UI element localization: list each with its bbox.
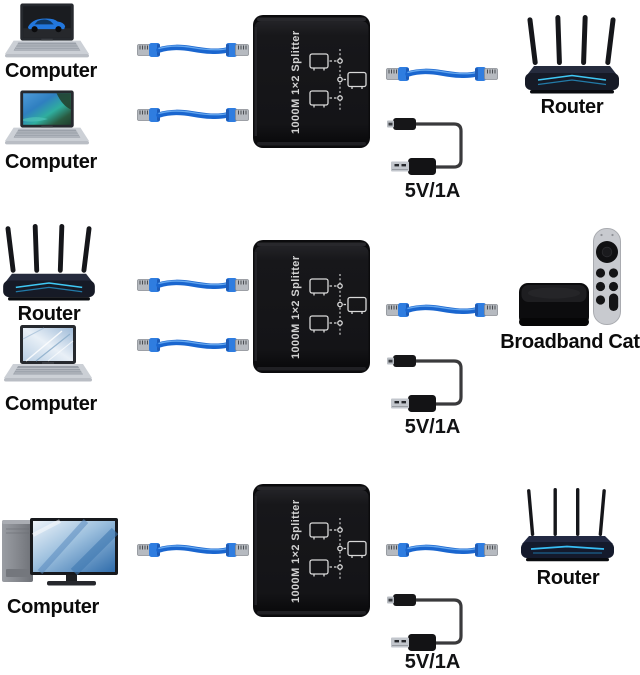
- device-label: Broadband Cat: [500, 331, 640, 353]
- set-top-box-icon: [519, 283, 589, 326]
- usb-power-cable-icon: [386, 587, 479, 655]
- ethernet-cable-icon: [137, 334, 249, 356]
- splitter-label: 1000M 1×2 Splitter: [290, 499, 302, 603]
- router-icon: [2, 222, 96, 302]
- ethernet-cable-icon: [386, 539, 498, 561]
- remote-icon: [593, 228, 621, 325]
- power-rating-label: 5V/1A: [404, 416, 461, 438]
- ethernet-cable-icon: [137, 39, 249, 61]
- usb-power-cable-icon: [386, 111, 479, 179]
- laptop-icon: [4, 325, 92, 387]
- router-icon: [521, 486, 615, 564]
- device-label: Computer: [4, 393, 98, 415]
- desktop-computer-icon: [0, 507, 120, 587]
- device-label: Router: [17, 303, 81, 325]
- ethernet-cable-icon: [137, 539, 249, 561]
- power-rating-label: 5V/1A: [404, 651, 461, 673]
- router-icon: [524, 13, 620, 95]
- device-label: Computer: [4, 60, 98, 82]
- device-label: Router: [536, 567, 600, 589]
- splitter-device: 1000M 1×2 Splitter: [253, 240, 370, 373]
- device-label: Computer: [4, 151, 98, 173]
- ethernet-cable-icon: [137, 274, 249, 296]
- splitter-device: 1000M 1×2 Splitter: [253, 484, 370, 617]
- ethernet-cable-icon: [386, 299, 498, 321]
- device-label: Computer: [6, 596, 100, 618]
- usb-power-cable-icon: [386, 348, 479, 416]
- ethernet-cable-icon: [386, 63, 498, 85]
- ethernet-cable-icon: [137, 104, 249, 126]
- power-rating-label: 5V/1A: [404, 180, 461, 202]
- device-label: Router: [540, 96, 604, 118]
- splitter-label: 1000M 1×2 Splitter: [290, 255, 302, 359]
- laptop-icon: [5, 90, 89, 150]
- splitter-label: 1000M 1×2 Splitter: [290, 30, 302, 134]
- laptop-icon: [5, 3, 89, 63]
- splitter-device: 1000M 1×2 Splitter: [253, 15, 370, 148]
